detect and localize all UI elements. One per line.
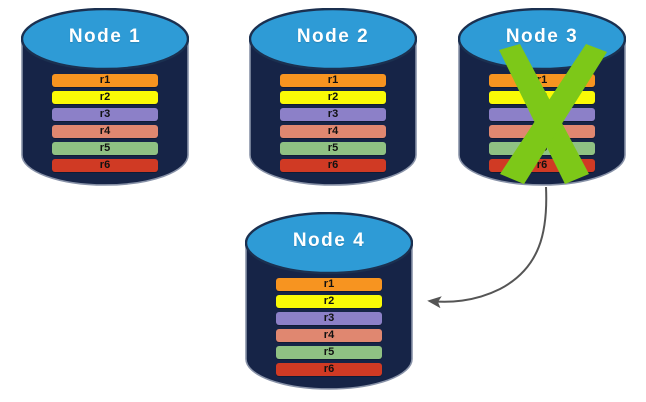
record-r4[interactable]: r4 [276,329,382,342]
record-r5[interactable]: r5 [280,142,386,155]
record-r3[interactable]: r3 [276,312,382,325]
record-r6[interactable]: r6 [489,159,595,172]
cylinder-top-ellipse [245,212,413,275]
record-r6[interactable]: r6 [276,363,382,376]
node-4-records: r1 r2 r3 r4 r5 r6 [276,278,382,376]
record-r2[interactable]: r2 [280,91,386,104]
migration-arrow-path [427,186,548,309]
record-r3[interactable]: r3 [489,108,595,121]
node-2-records: r1 r2 r3 r4 r5 r6 [280,74,386,172]
record-r6[interactable]: r6 [52,159,158,172]
record-r5[interactable]: r5 [52,142,158,155]
record-r1[interactable]: r1 [276,278,382,291]
record-r1[interactable]: r1 [52,74,158,87]
record-r1[interactable]: r1 [280,74,386,87]
record-r5[interactable]: r5 [276,346,382,359]
record-r3[interactable]: r3 [280,108,386,121]
record-r6[interactable]: r6 [280,159,386,172]
record-r5[interactable]: r5 [489,142,595,155]
record-r2[interactable]: r2 [489,91,595,104]
node-3-records: r1 r2 r3 r4 r5 r6 [489,74,595,172]
record-r3[interactable]: r3 [52,108,158,121]
record-r4[interactable]: r4 [52,125,158,138]
record-r4[interactable]: r4 [489,125,595,138]
node-1-records: r1 r2 r3 r4 r5 r6 [52,74,158,172]
record-r2[interactable]: r2 [52,91,158,104]
record-r1[interactable]: r1 [489,74,595,87]
record-r2[interactable]: r2 [276,295,382,308]
record-r4[interactable]: r4 [280,125,386,138]
cylinder-top-ellipse [249,8,417,71]
cylinder-top-ellipse [458,8,626,71]
cylinder-top-ellipse [21,8,189,71]
